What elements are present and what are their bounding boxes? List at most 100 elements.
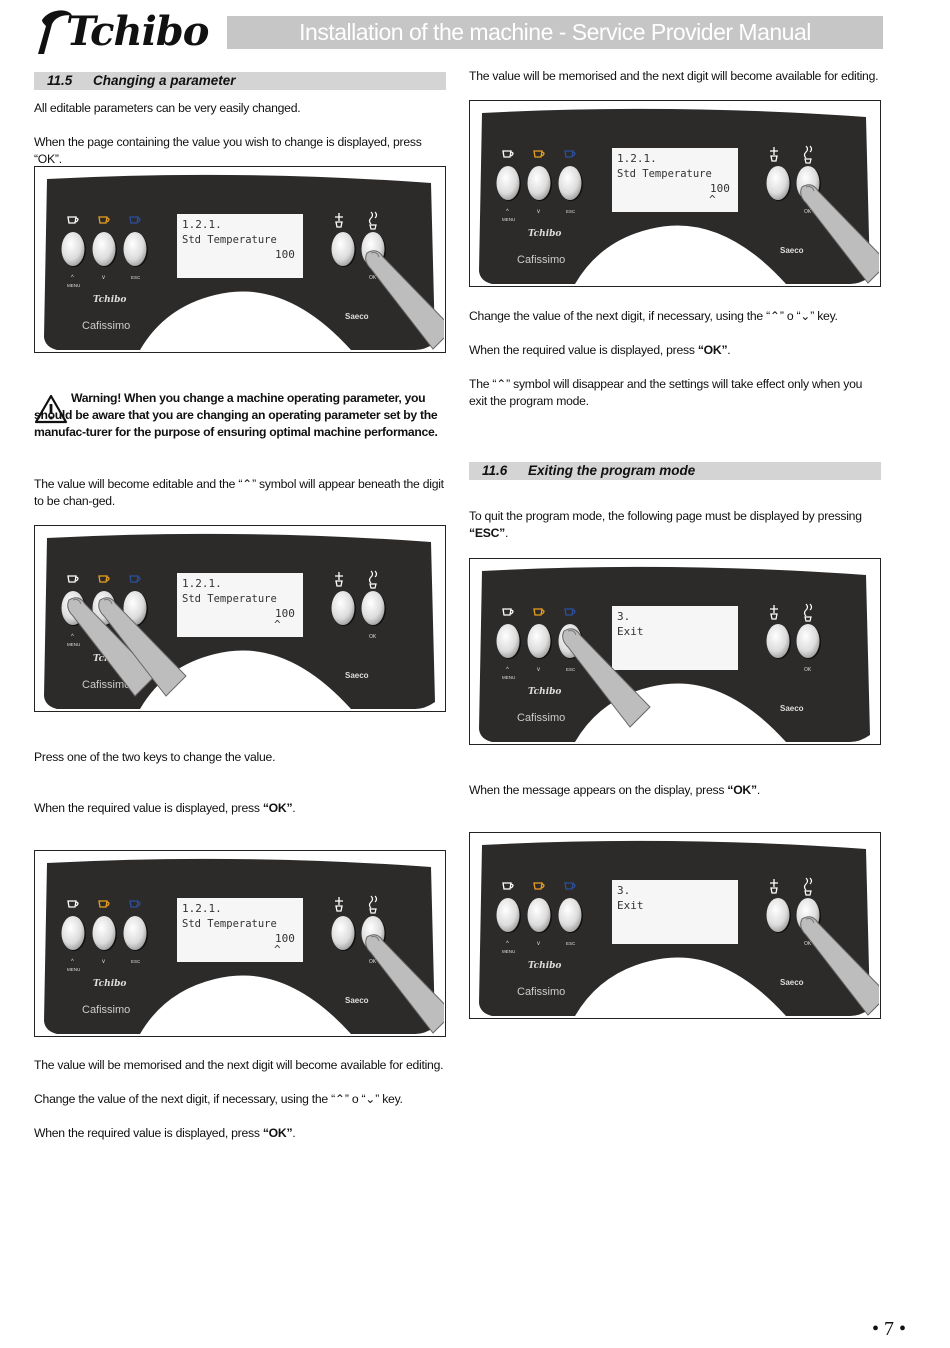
lcd-line-1: 1.2.1. — [617, 152, 657, 165]
lcd-line-1: 1.2.1. — [182, 218, 222, 231]
page-number: • 7 • — [871, 1318, 906, 1340]
cup-large-icon — [564, 150, 576, 158]
model-name: Cafissimo — [82, 679, 130, 691]
paragraph: When the page containing the value you w… — [34, 135, 422, 166]
up-button — [61, 232, 85, 266]
fingernail — [370, 252, 380, 258]
cup-medium-icon — [533, 150, 545, 158]
steam-button — [331, 232, 355, 266]
brand-small: Tchibo — [528, 687, 561, 697]
section-number: 11.6 — [482, 463, 508, 478]
ok-button — [361, 591, 385, 625]
lcd-caret: ^ — [274, 943, 281, 956]
label-up: ^ — [506, 209, 509, 215]
paragraph-text: When the message appears on the display,… — [469, 783, 728, 797]
finger-shape — [67, 597, 156, 697]
brand-small: Tchibo — [528, 961, 561, 971]
lcd-line-1: 3. — [617, 610, 630, 623]
ok-button — [796, 624, 820, 658]
cup-large-icon — [129, 216, 141, 224]
up-button — [496, 898, 520, 932]
section-title: Exiting the program mode — [528, 463, 696, 478]
label-down: v — [102, 275, 105, 281]
warning-box: Warning! When you change a machine opera… — [34, 390, 446, 450]
label-menu: MENU — [502, 949, 515, 954]
label-down: v — [537, 209, 540, 215]
paragraph: All editable parameters can be very easi… — [34, 101, 301, 115]
cup-large-icon — [129, 575, 141, 583]
lcd-caret: ^ — [709, 193, 716, 206]
section-title: Changing a parameter — [93, 73, 236, 88]
esc-button — [558, 898, 582, 932]
model-name: Cafissimo — [517, 712, 565, 724]
lcd-line-2: Std Temperature — [182, 234, 277, 246]
warning-icon — [34, 394, 68, 424]
lcd-line-3: 100 — [710, 182, 730, 195]
label-ok: OK — [804, 667, 812, 673]
cup-medium-icon — [98, 216, 110, 224]
down-button — [527, 166, 551, 200]
steam-icon — [803, 877, 813, 896]
label-menu: MENU — [67, 642, 80, 647]
paragraph: When the required value is displayed, pr… — [469, 342, 881, 359]
model-name: Cafissimo — [517, 254, 565, 266]
steam-icon — [803, 603, 813, 622]
lcd-line-2: Std Temperature — [617, 168, 712, 180]
steam-icon — [368, 895, 378, 914]
esc-button — [123, 916, 147, 950]
label-down: v — [102, 959, 105, 965]
cup-small-icon — [502, 608, 514, 616]
section-number: 11.5 — [47, 73, 73, 88]
label-down: v — [537, 941, 540, 947]
esc-button — [558, 166, 582, 200]
fingernail — [805, 918, 815, 924]
paragraph-text: . — [756, 783, 760, 797]
cup-small-icon — [67, 575, 79, 583]
lcd-line-1: 1.2.1. — [182, 902, 222, 915]
label-up: ^ — [506, 667, 509, 673]
cup-small-icon — [502, 882, 514, 890]
maker-name: Saeco — [780, 246, 804, 255]
steam-icon — [803, 145, 813, 164]
cup-medium-icon — [533, 608, 545, 616]
lcd-line-2: Std Temperature — [182, 918, 277, 930]
key-name: “OK” — [697, 343, 728, 357]
hot-water-icon — [770, 147, 778, 162]
lcd-display — [177, 573, 303, 637]
paragraph-text: When the required value is displayed, pr… — [34, 1126, 263, 1140]
cup-medium-icon — [533, 882, 545, 890]
hot-water-icon — [770, 879, 778, 894]
cup-large-icon — [129, 900, 141, 908]
down-button — [92, 232, 116, 266]
up-button — [61, 916, 85, 950]
label-up: ^ — [71, 275, 74, 281]
finger-shape — [800, 184, 879, 284]
paragraph-text: When the required value is displayed, pr… — [34, 801, 263, 815]
section-heading-11-6: 11.6 Exiting the program mode — [469, 462, 881, 480]
finger-shape — [98, 597, 187, 697]
label-ok: OK — [804, 941, 812, 947]
brand-small: Tchibo — [93, 979, 126, 989]
pressing-finger-up — [67, 597, 156, 697]
up-button — [496, 624, 520, 658]
maker-name: Saeco — [780, 978, 804, 987]
label-menu: MENU — [67, 967, 80, 972]
key-name: “ESC” — [469, 526, 505, 540]
paragraph-text: . — [292, 1126, 296, 1140]
steam-icon — [368, 570, 378, 589]
fingernail — [567, 630, 577, 636]
lcd-line-2: Exit — [617, 899, 644, 912]
tchibo-logo-mark-icon — [38, 10, 72, 54]
label-up: ^ — [506, 941, 509, 947]
lcd-line-1: 1.2.1. — [182, 577, 222, 590]
paragraph-text: When the required value is displayed, pr… — [469, 343, 698, 357]
brand-name: Tchibo — [66, 8, 209, 55]
up-button — [496, 166, 520, 200]
paragraph: When the required value is displayed, pr… — [34, 800, 446, 817]
lcd-display — [612, 880, 738, 944]
section-heading-11-5: 11.5 Changing a parameter — [34, 72, 446, 90]
